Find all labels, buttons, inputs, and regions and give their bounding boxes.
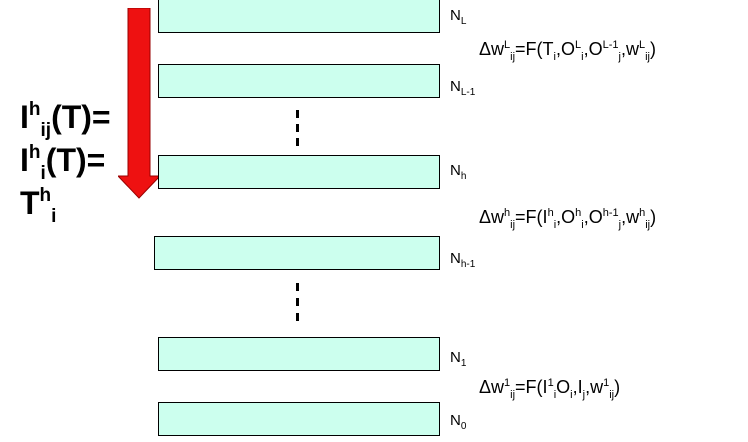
formula-top-layer: ΔwLij=F(Ti,OLi,OL-1j,wLij): [479, 39, 656, 63]
ellipsis-dash: [296, 283, 299, 291]
layer-box-n-1: [158, 337, 440, 371]
formula-hidden-layer: Δwhij=F(Ihi,Ohi,Oh-1j,whij): [479, 207, 657, 231]
ellipsis-dash: [296, 298, 299, 306]
downward-arrow: [118, 8, 160, 199]
ellipsis-dash: [296, 110, 299, 118]
layer-box-n-l: [158, 0, 440, 33]
ellipsis-dash: [296, 138, 299, 146]
layer-box-n-h-minus-1: [154, 236, 440, 270]
layer-label-n-1: N1: [450, 349, 467, 369]
layer-label-n-h: Nh: [450, 162, 467, 182]
layer-label-n-l-minus-1: NL-1: [450, 78, 476, 98]
layer-box-n-l-minus-1: [158, 64, 440, 98]
ellipsis-dash: [296, 124, 299, 132]
target-equation-line-3: Thi: [20, 185, 57, 227]
layer-box-n-h: [158, 155, 440, 189]
layer-label-n-h-minus-1: Nh-1: [450, 250, 476, 270]
target-equation-line-2: Ihi(T)=: [20, 142, 106, 184]
target-equation-line-1: Ihij(T)=: [20, 99, 111, 141]
formula-first-layer: Δw1ij=F(I1iOi,Ij,w1ij): [479, 377, 621, 401]
ellipsis-dash: [296, 313, 299, 321]
layer-box-n-0: [158, 402, 440, 436]
layer-label-n-l: NL: [450, 7, 467, 27]
layer-label-n-0: N0: [450, 412, 467, 432]
